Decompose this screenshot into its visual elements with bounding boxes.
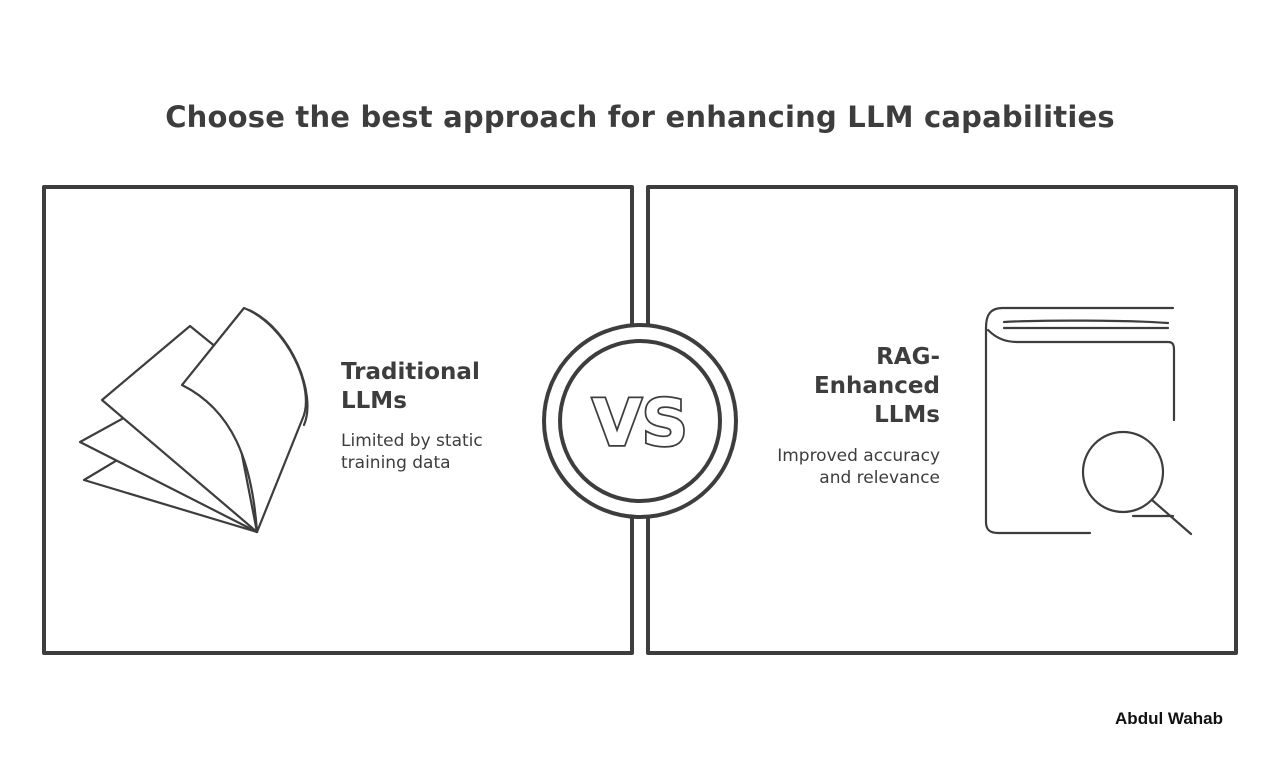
right-option-description: Improved accuracy and relevance <box>777 446 940 488</box>
left-option-heading: Traditional LLMs <box>341 359 480 414</box>
author-credit: Abdul Wahab <box>1115 709 1223 728</box>
versus-label: VS <box>592 387 688 461</box>
left-option-description: Limited by static training data <box>341 431 483 473</box>
book-magnifier-icon <box>984 306 1193 536</box>
diagram-title: Choose the best approach for enhancing L… <box>165 100 1115 134</box>
paper-stack-icon <box>78 306 309 534</box>
right-option-heading: RAG-Enhanced LLMs <box>813 344 940 428</box>
versus-badge: VS <box>542 323 738 519</box>
